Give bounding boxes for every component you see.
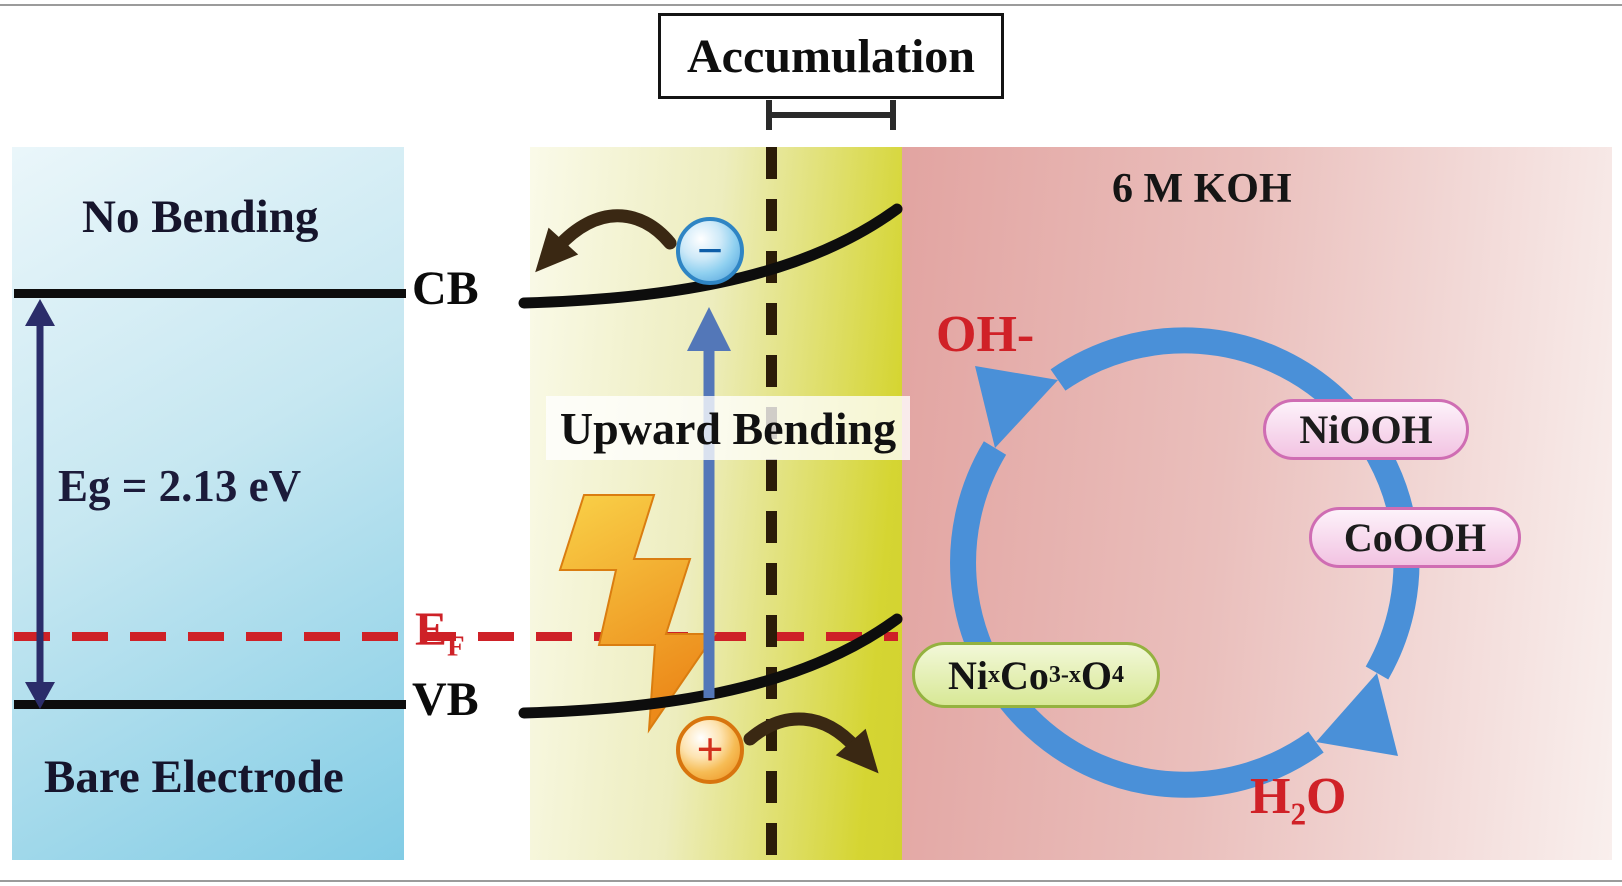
hydroxide-label: OH- — [936, 306, 1035, 363]
no-bending-title: No Bending — [82, 191, 319, 243]
redox-cycle-arrow — [950, 327, 1420, 798]
accumulation-title-box: Accumulation — [658, 13, 1004, 99]
electron-icon: − — [676, 217, 744, 285]
water-label: H2O — [1250, 768, 1347, 832]
cb-band-line — [14, 289, 406, 298]
eg-double-arrow — [25, 299, 55, 709]
hole-icon: + — [676, 716, 744, 784]
upward-bending-text: Upward Bending — [559, 402, 897, 454]
electron-minus-sign: − — [696, 225, 724, 276]
accumulation-text: Accumulation — [687, 29, 975, 83]
accumulation-bracket-right-tick — [890, 100, 896, 130]
bare-electrode-panel — [12, 147, 404, 860]
bandgap-label: Eg = 2.13 eV — [58, 461, 302, 511]
niooh-badge: NiOOH — [1263, 399, 1469, 460]
cycle-arrowhead-oh — [975, 366, 1058, 448]
vb-band-curve — [518, 613, 903, 719]
electron-flow-arrow — [535, 209, 677, 273]
coooh-badge: CoOOH — [1309, 507, 1521, 568]
figure-top-border — [0, 4, 1622, 6]
electrolyte-label: 6 M KOH — [1112, 166, 1292, 212]
figure-bottom-border — [0, 880, 1622, 882]
bare-electrode-label: Bare Electrode — [44, 751, 344, 803]
vb-label: VB — [412, 673, 479, 726]
vb-band-line — [14, 700, 406, 709]
lightning-icon — [558, 494, 717, 734]
hole-plus-sign: + — [696, 723, 724, 776]
cb-label: CB — [412, 262, 479, 315]
accumulation-bracket — [766, 112, 896, 118]
cycle-arrowhead-h2o — [1316, 673, 1398, 756]
electrolyte-panel — [902, 147, 1612, 860]
accumulation-boundary-dashed-line — [766, 147, 777, 860]
accumulation-bracket-left-tick — [766, 100, 772, 130]
upward-bending-label: Upward Bending — [546, 396, 910, 460]
fermi-level-label: EF — [415, 603, 465, 663]
fermi-level-dashed-line — [14, 632, 898, 641]
hole-flow-arrow — [743, 712, 879, 774]
